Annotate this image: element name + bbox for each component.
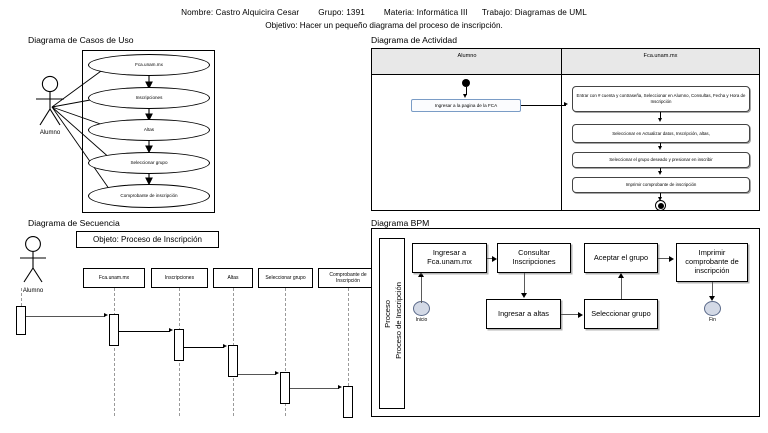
- usecase-ellipse-comprobante[interactable]: Comprobante de inscripción: [88, 184, 210, 208]
- bpm-connector-4: [621, 278, 622, 299]
- sequence-message-2: [119, 331, 170, 332]
- sequence-lifeline-seleccionar-grupo: [285, 288, 286, 416]
- bpm-end-event[interactable]: [704, 301, 721, 316]
- bpm-connector-6: [712, 282, 713, 298]
- sequence-activation-comprobante: [343, 386, 353, 418]
- activity-lane-divider: [561, 48, 562, 211]
- bpm-connector-3: [561, 314, 579, 315]
- bpm-arrowhead-3: [578, 311, 583, 318]
- sequence-object-fca[interactable]: Fca.unam.mx: [83, 268, 145, 288]
- sequence-activation-inscripciones: [174, 329, 184, 361]
- bpm-connector-5: [658, 258, 670, 259]
- activity-step-4[interactable]: Imprimir comprobante de inscripción: [572, 177, 750, 193]
- sequence-object-title-box: Objeto: Proceso de Inscripción: [76, 231, 219, 248]
- activity-connector-start: [465, 87, 467, 95]
- activity-lane-title-fca: Fca.unam.mx: [643, 53, 678, 59]
- sequence-lifeline-comprobante: [348, 288, 349, 416]
- activity-action-ingresar-pagina[interactable]: Ingresar a la pagina de la FCA: [411, 99, 521, 112]
- sequence-activation-altas: [228, 345, 238, 377]
- sequence-object-altas[interactable]: Altas: [213, 268, 253, 288]
- sequence-arrowhead-4: [275, 371, 279, 376]
- sequence-arrowhead-5: [338, 385, 342, 390]
- sequence-object-title-text: Objeto: Proceso de Inscripción: [93, 235, 202, 244]
- activity-connector-4: [660, 193, 661, 198]
- activity-initial-node: [462, 79, 470, 87]
- usecase-ellipse-altas[interactable]: Altas: [88, 119, 210, 141]
- bpm-lane-container: [379, 238, 405, 409]
- sequence-lifeline-actor: [21, 288, 22, 306]
- sequence-activation-fca: [109, 314, 119, 346]
- bpm-task-ingresar-altas[interactable]: Ingresar a altas: [486, 299, 561, 329]
- activity-arrowhead-4: [657, 197, 662, 201]
- bpm-arrowhead-6: [709, 296, 716, 301]
- usecase-actor-figure: [30, 75, 70, 130]
- sequence-arrowhead-1: [104, 313, 108, 318]
- bpm-arrowhead-start: [418, 272, 425, 277]
- usecase-section-title: Diagrama de Casos de Uso: [28, 35, 134, 45]
- bpm-connector-1: [487, 258, 493, 259]
- bpm-connector-2: [524, 273, 525, 294]
- activity-lane-title-alumno: Alumno: [457, 53, 477, 59]
- bpm-task-ingresar-fca[interactable]: Ingresar a Fca.unam.mx: [412, 243, 487, 273]
- sequence-section-title: Diagrama de Secuencia: [28, 218, 120, 228]
- bpm-start-event[interactable]: [413, 301, 430, 316]
- sequence-message-3: [184, 347, 224, 348]
- activity-arrowhead-3: [657, 171, 662, 175]
- activity-arrowhead-cross-lane: [564, 102, 568, 107]
- bpm-arrowhead-4: [618, 273, 625, 278]
- bpm-task-seleccionar-grupo[interactable]: Seleccionar grupo: [584, 299, 658, 329]
- sequence-activation-seleccionar-grupo: [280, 372, 290, 404]
- bpm-arrowhead-1: [492, 255, 497, 262]
- sequence-message-4: [238, 374, 276, 375]
- sequence-arrowhead-2: [169, 328, 173, 333]
- usecase-ellipse-seleccionar-grupo[interactable]: Seleccionar grupo: [88, 152, 210, 174]
- activity-step-2[interactable]: Seleccionar en Actualizar datos, Inscrip…: [572, 124, 750, 143]
- sequence-actor-figure: [14, 235, 52, 287]
- bpm-section-title: Diagrama BPM: [371, 218, 430, 228]
- activity-section-title: Diagrama de Actividad: [371, 35, 457, 45]
- usecase-ellipse-inscripciones[interactable]: Inscripciones: [88, 87, 210, 109]
- activity-arrowhead-start: [463, 94, 468, 98]
- sequence-message-1: [26, 316, 105, 317]
- activity-step-1[interactable]: Entrar con # cuenta y contraseña, Selecc…: [572, 86, 750, 112]
- bpm-task-aceptar-grupo[interactable]: Aceptar el grupo: [584, 243, 658, 273]
- bpm-task-consultar-inscripciones[interactable]: Consultar Inscripciones: [497, 243, 571, 273]
- activity-swimlane-header: Alumno Fca.unam.mx: [371, 48, 760, 75]
- header-student-info: Nombre: Castro Alquicira Cesar Grupo: 13…: [181, 8, 587, 17]
- sequence-object-seleccionar-grupo[interactable]: Seleccionar grupo: [258, 268, 313, 288]
- activity-connector-cross-lane: [521, 105, 566, 106]
- bpm-task-imprimir-comprobante[interactable]: Imprimir comprobante de inscripción: [676, 243, 748, 282]
- activity-connector-3: [660, 168, 661, 172]
- activity-connector-2: [660, 143, 661, 147]
- usecase-flow-arrows: [145, 75, 153, 186]
- bpm-arrowhead-5: [669, 255, 674, 262]
- sequence-lifeline-fca: [114, 288, 115, 416]
- sequence-object-inscripciones[interactable]: Inscripciones: [151, 268, 208, 288]
- bpm-connector-start: [421, 277, 422, 303]
- activity-final-node: [655, 200, 666, 211]
- sequence-actor-label: Alumno: [22, 288, 44, 294]
- activity-arrowhead-1: [657, 118, 662, 122]
- bpm-lane-label-proceso-inscripcion: Proceso de Inscripción: [394, 282, 403, 359]
- usecase-actor-label: Alumno: [39, 130, 61, 136]
- activity-connector-1: [660, 112, 661, 119]
- usecase-ellipse-fca[interactable]: Fca.unam.mx: [88, 54, 210, 76]
- bpm-end-event-label: Fin: [709, 317, 716, 323]
- activity-step-3[interactable]: Seleccionar el grupo deseado y presionar…: [572, 152, 750, 168]
- sequence-message-5: [290, 388, 339, 389]
- header-objective: Objetivo: Hacer un pequeño diagrama del …: [265, 21, 503, 30]
- bpm-arrowhead-2: [521, 293, 528, 298]
- bpm-lane-label-proceso: Proceso: [383, 300, 392, 328]
- sequence-arrowhead-3: [223, 344, 227, 349]
- sequence-object-comprobante[interactable]: Comprobante de Inscripción: [318, 268, 378, 288]
- sequence-activation-actor: [16, 306, 26, 335]
- activity-arrowhead-2: [657, 146, 662, 150]
- bpm-start-event-label: Inicio: [415, 317, 428, 323]
